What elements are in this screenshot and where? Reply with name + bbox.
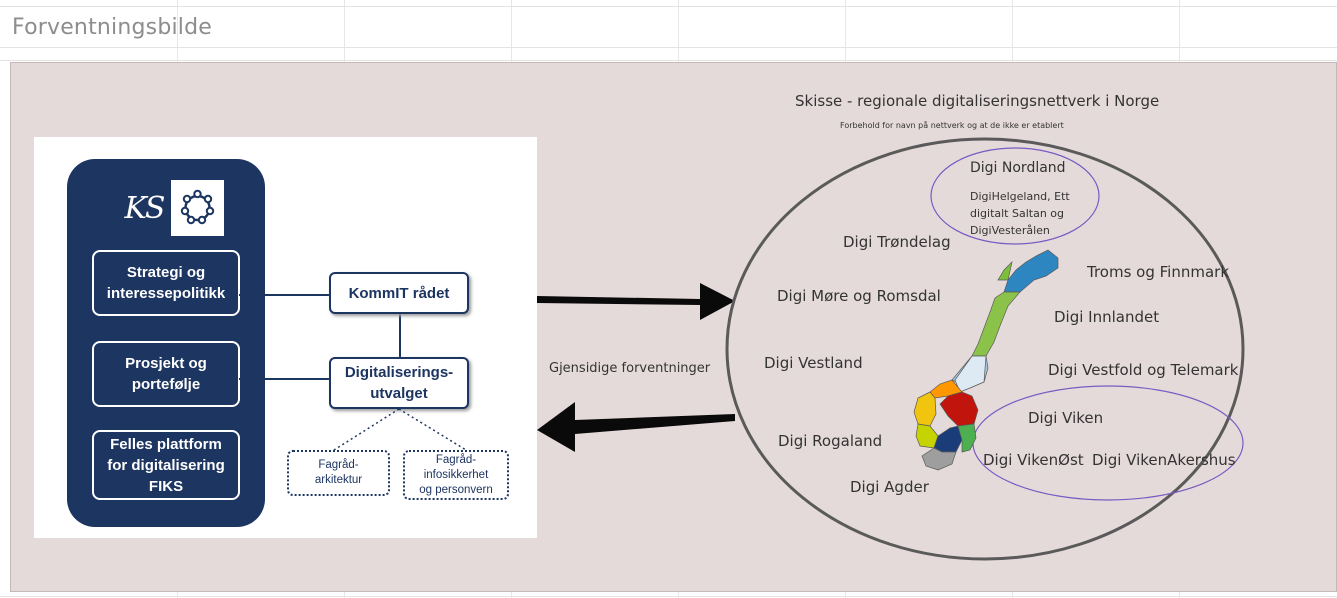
nordland-label: Digi Nordland bbox=[970, 160, 1066, 176]
region-agder: Digi Agder bbox=[850, 478, 929, 496]
region-trondelag: Digi Trøndelag bbox=[843, 233, 951, 251]
connector-prosjekt bbox=[239, 378, 329, 380]
arrow-right bbox=[537, 283, 735, 320]
ks-logo: KS bbox=[124, 190, 166, 226]
nordland-sub-label: DigiHelgeland, Ett digitalt Saltan og Di… bbox=[970, 190, 1070, 237]
region-ellipse bbox=[725, 137, 1245, 561]
region-viken-ost: Digi VikenØst bbox=[983, 451, 1084, 469]
nordland-ellipse bbox=[930, 147, 1100, 245]
gjensidige-label: Gjensidige forventninger bbox=[549, 361, 711, 376]
region-viken: Digi Viken bbox=[1028, 409, 1104, 427]
region-more-romsdal: Digi Møre og Romsdal bbox=[777, 287, 941, 305]
region-innlandet: Digi Innlandet bbox=[1054, 308, 1160, 326]
norway-title: Skisse - regionale digitaliseringsnettve… bbox=[795, 92, 1160, 110]
norway-map bbox=[913, 249, 1059, 471]
fiks-box: Felles plattform for digitalisering FIKS bbox=[92, 430, 240, 500]
connector-vertical bbox=[399, 313, 401, 358]
region-rogaland: Digi Rogaland bbox=[778, 432, 883, 450]
norway-subtitle: Forbehold for navn på nettverk og at de … bbox=[840, 121, 1064, 130]
region-vestfold-telemark: Digi Vestfold og Telemark bbox=[1048, 361, 1239, 379]
viken-ellipse bbox=[972, 385, 1244, 501]
region-viken-akershus: Digi VikenAkershus bbox=[1092, 451, 1236, 469]
fagrad-arkitektur-box: Fagråd- arkitektur bbox=[287, 450, 390, 496]
sheet-title: Forventningsbilde bbox=[12, 15, 213, 40]
fagrad-infosikkerhet-box: Fagråd- infosikkerhet og personvern bbox=[403, 450, 509, 500]
dotted-connectors bbox=[333, 408, 467, 451]
utvalget-box: Digitaliserings- utvalget bbox=[329, 357, 469, 409]
strategi-box: Strategi og interessepolitikk bbox=[92, 250, 240, 316]
kommit-box: KommIT rådet bbox=[329, 272, 469, 314]
network-ring-icon bbox=[171, 180, 224, 236]
region-troms-finnmark: Troms og Finnmark bbox=[1087, 263, 1230, 281]
ks-organization-block: KS Strategi og interessepolitikk Prosjek… bbox=[67, 159, 265, 527]
arrow-left bbox=[537, 402, 735, 452]
region-vestland: Digi Vestland bbox=[764, 354, 863, 372]
prosjekt-box: Prosjekt og portefølje bbox=[92, 341, 240, 407]
org-chart: KS Strategi og interessepolitikk Prosjek… bbox=[34, 137, 537, 538]
connector-strategi bbox=[239, 294, 329, 296]
